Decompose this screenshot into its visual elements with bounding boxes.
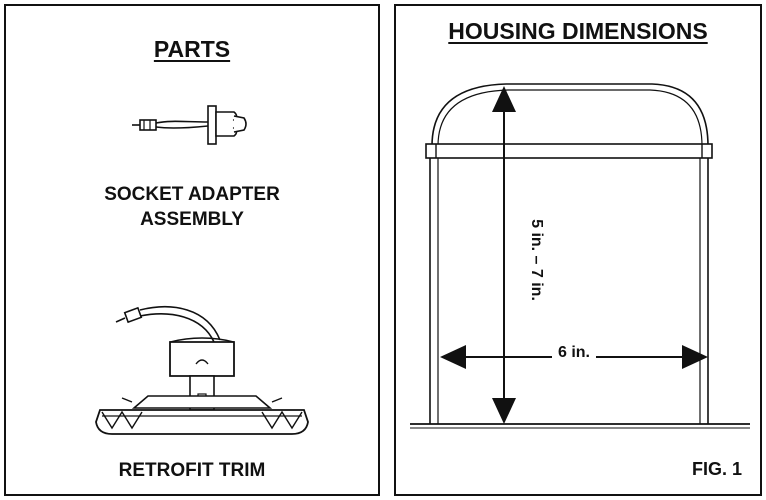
trim-body: [131, 395, 273, 409]
trim-driver-box: [169, 341, 235, 377]
trim-spring-right: [261, 410, 303, 430]
socket-wires: [155, 120, 209, 124]
housing-panel: HOUSING DIMENSIONS: [394, 4, 762, 496]
figure-label: FIG. 1: [691, 459, 742, 479]
trim-connector-plug: [123, 306, 143, 324]
height-dimension-label: 5 in. – 7 in.: [525, 215, 547, 305]
height-arrow-bottom: [492, 398, 516, 424]
socket-adapter-illustration: [132, 105, 247, 145]
socket-flange: [207, 105, 217, 145]
housing-title: HOUSING DIMENSIONS: [448, 18, 708, 44]
width-dimension-label: 6 in.: [551, 344, 597, 362]
parts-title: PARTS: [153, 36, 231, 62]
socket-connector-plug: [139, 119, 157, 131]
width-arrow-left: [440, 345, 466, 369]
housing-dome: [431, 83, 709, 147]
socket-adapter-label-text: SOCKET ADAPTER ASSEMBLY: [104, 184, 280, 230]
parts-panel: PARTS SOCKET ADAPTER ASSEMBLY: [4, 4, 380, 496]
width-arrow-right: [682, 345, 708, 369]
trim-wires: [139, 306, 221, 341]
retrofit-trim-illustration: [95, 306, 309, 435]
housing-rim-band: [425, 143, 713, 159]
housing-drawing: [410, 83, 750, 429]
retrofit-trim-label: RETROFIT TRIM: [118, 460, 266, 481]
socket-threaded-base: [215, 111, 238, 137]
height-arrow-top: [492, 86, 516, 112]
socket-adapter-label: SOCKET ADAPTER ASSEMBLY: [6, 182, 378, 232]
trim-spring-left: [101, 410, 143, 430]
